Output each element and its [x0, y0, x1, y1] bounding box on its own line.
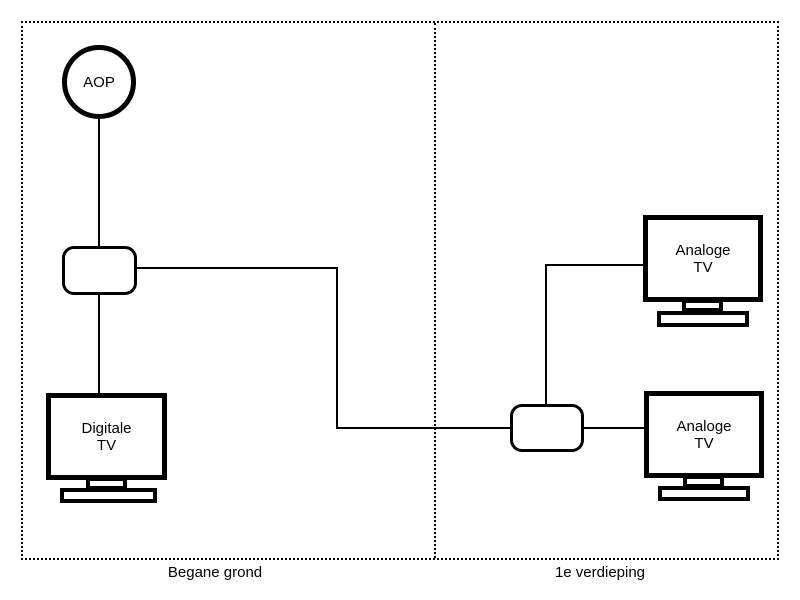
analog-tv-bottom-screen: Analoge TV [644, 391, 764, 478]
wire-between-floors-vertical [336, 267, 338, 429]
aop-node: AOP [62, 45, 136, 119]
analog-tv-top-screen: Analoge TV [643, 215, 763, 302]
wire-to-analog-tv-bottom [580, 427, 648, 429]
ground-floor-label: Begane grond [167, 564, 263, 581]
wire-to-analog-tv-top [545, 264, 646, 266]
tv-stand-base [657, 311, 749, 327]
splitter-node-first-floor [510, 404, 584, 452]
wire-splitter-first-up [545, 264, 547, 407]
first-floor-label: 1e verdieping [554, 564, 646, 581]
digital-tv-screen: Digitale TV [46, 393, 167, 480]
wire-splitter-ground-horizontal [136, 267, 338, 269]
wire-to-splitter-first [336, 427, 514, 429]
tv-stand-base [658, 486, 750, 501]
tv-stand-base [60, 488, 157, 503]
aop-label: AOP [83, 73, 115, 91]
floor-divider-line [434, 23, 436, 558]
floor-boundary-outline [21, 21, 779, 560]
splitter-node-ground-floor [62, 246, 137, 295]
